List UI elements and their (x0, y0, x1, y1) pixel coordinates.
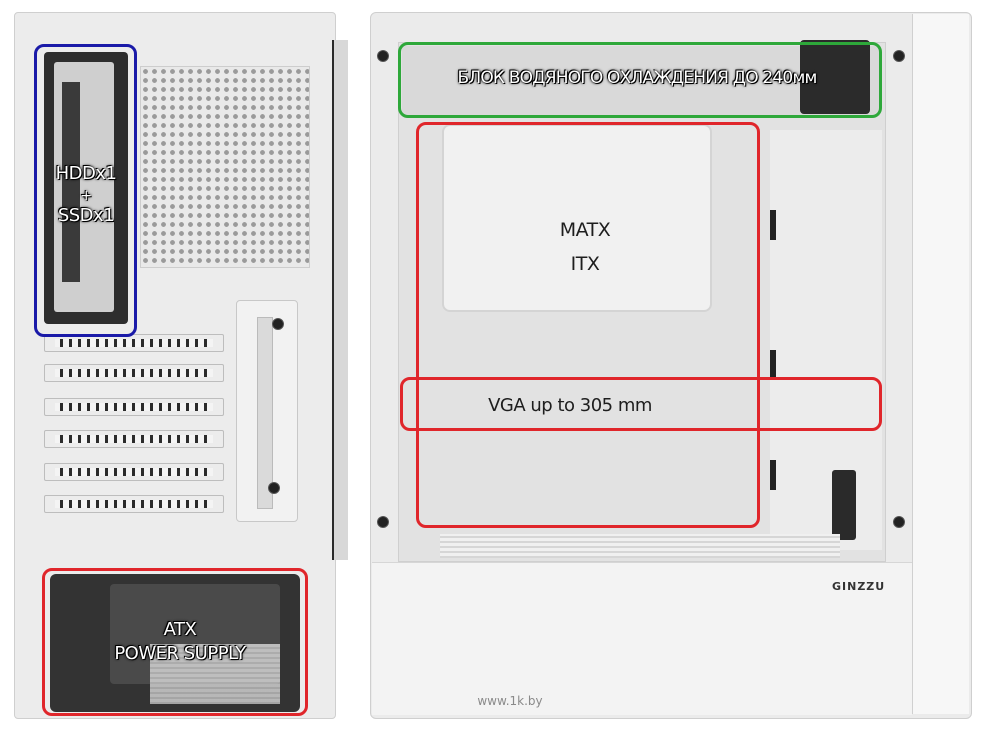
plus-label: + (80, 188, 92, 204)
cooling-highlight-box (398, 42, 882, 118)
vga-label: VGA up to 305 mm (488, 395, 652, 416)
expansion-slot (44, 495, 224, 513)
itx-label: ITX (570, 253, 600, 275)
slot-bracket (236, 300, 298, 522)
expansion-slot (44, 364, 224, 382)
watermark: www.1k.by (477, 694, 543, 708)
expansion-slot (44, 430, 224, 448)
psu-shroud (372, 562, 912, 715)
cable-area (770, 130, 882, 550)
psu-label-line1: ATX (163, 619, 197, 640)
screw (377, 50, 389, 62)
front-panel (912, 14, 969, 714)
ssd-label: SSDx1 (57, 205, 115, 226)
screw (272, 318, 284, 330)
motherboard-highlight-box (416, 122, 760, 528)
case-edge (332, 40, 348, 560)
brand-logo: GINZZU (832, 580, 886, 593)
drive-cage (44, 52, 128, 324)
hdd-ssd-highlight-box (34, 44, 137, 337)
cooling-label: БЛОК ВОДЯНОГО ОХЛАЖДЕНИЯ ДО 240мм (457, 68, 817, 88)
screw (268, 482, 280, 494)
vga-highlight-box (400, 377, 882, 431)
psu-highlight-box (42, 568, 308, 716)
expansion-slot (44, 334, 224, 352)
expansion-slot (44, 463, 224, 481)
cpu-cutout (442, 124, 712, 312)
matx-label: MATX (559, 219, 611, 241)
screw (893, 50, 905, 62)
expansion-slot (44, 398, 224, 416)
shroud-vent (440, 534, 840, 558)
mesh-panel-upper (140, 66, 310, 268)
psu-bay (50, 574, 300, 712)
screw (377, 516, 389, 528)
hdd-label: HDDx1 (55, 163, 117, 184)
screw (893, 516, 905, 528)
psu-label-line2: POWER SUPPLY (114, 643, 246, 664)
